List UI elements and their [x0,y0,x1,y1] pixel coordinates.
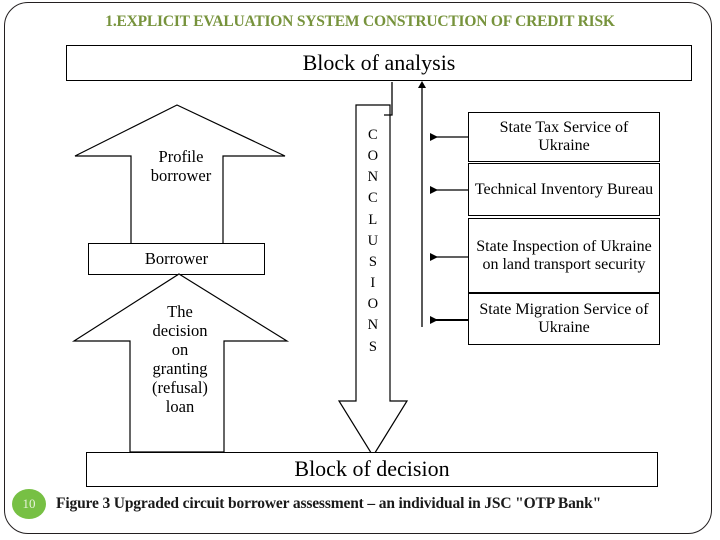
conclusions-letter-4: L [368,211,378,228]
page-number-badge: 10 [12,489,46,519]
conclusions-letter-9: N [367,317,379,334]
conclusions-letter-10: S [368,338,378,355]
authority-label-3: State Inspection of Ukraine on land tran… [476,237,652,273]
authority-box-state-inspection[interactable]: State Inspection of Ukraine on land tran… [468,218,660,293]
block-of-decision-box[interactable]: Block of decision [86,452,658,487]
conclusions-letter-0: C [368,127,378,143]
authority-box-state-tax-service[interactable]: State Tax Service of Ukraine [468,112,660,162]
conclusions-down-arrow [337,104,409,458]
page-number-text: 10 [22,496,36,511]
authority-box-state-migration-service[interactable]: State Migration Service of Ukraine [468,293,660,345]
authority-label-1: State Tax Service of Ukraine [499,119,629,154]
conclusions-label: C O N C L U S I O N S [337,125,409,358]
borrower-box[interactable]: Borrower [88,243,265,275]
conclusions-letter-8: O [367,296,379,313]
authority-box-technical-inventory-bureau[interactable]: Technical Inventory Bureau [468,163,660,216]
decision-line-5: (refusal) [152,377,208,397]
decision-line-3: on [171,339,189,359]
conclusions-letter-2: N [367,169,379,186]
figure-caption: Figure 3 Upgraded circuit borrower asses… [56,495,602,512]
decision-label: The decision on granting (refusal) loan [130,302,230,417]
authority-label-4: State Migration Service of Ukraine [479,301,649,336]
profile-borrower-line-1: Profile [158,147,204,166]
conclusions-letter-1: O [367,148,379,165]
decision-line-4: granting [152,358,208,378]
borrower-label: Borrower [144,248,209,268]
block-of-analysis-label: Block of analysis [302,49,456,75]
conclusions-letter-3: C [368,190,378,207]
profile-borrower-line-2: borrower [150,165,212,185]
block-of-analysis-box[interactable]: Block of analysis [66,45,692,81]
page-title: 1.EXPLICIT EVALUATION SYSTEM CONSTRUCTIO… [105,13,615,30]
trunk-up-arrowhead [418,81,426,88]
conclusions-letter-5: U [367,232,379,249]
decision-line-1: The [167,302,193,321]
conclusions-letter-6: S [368,253,378,270]
conclusions-letter-7: I [370,275,376,292]
decision-line-2: decision [152,320,208,340]
decision-line-6: loan [165,396,195,416]
profile-borrower-label: Profile borrower [126,147,236,186]
block-of-decision-label: Block of decision [294,456,450,482]
authority-label-2: Technical Inventory Bureau [474,180,654,198]
